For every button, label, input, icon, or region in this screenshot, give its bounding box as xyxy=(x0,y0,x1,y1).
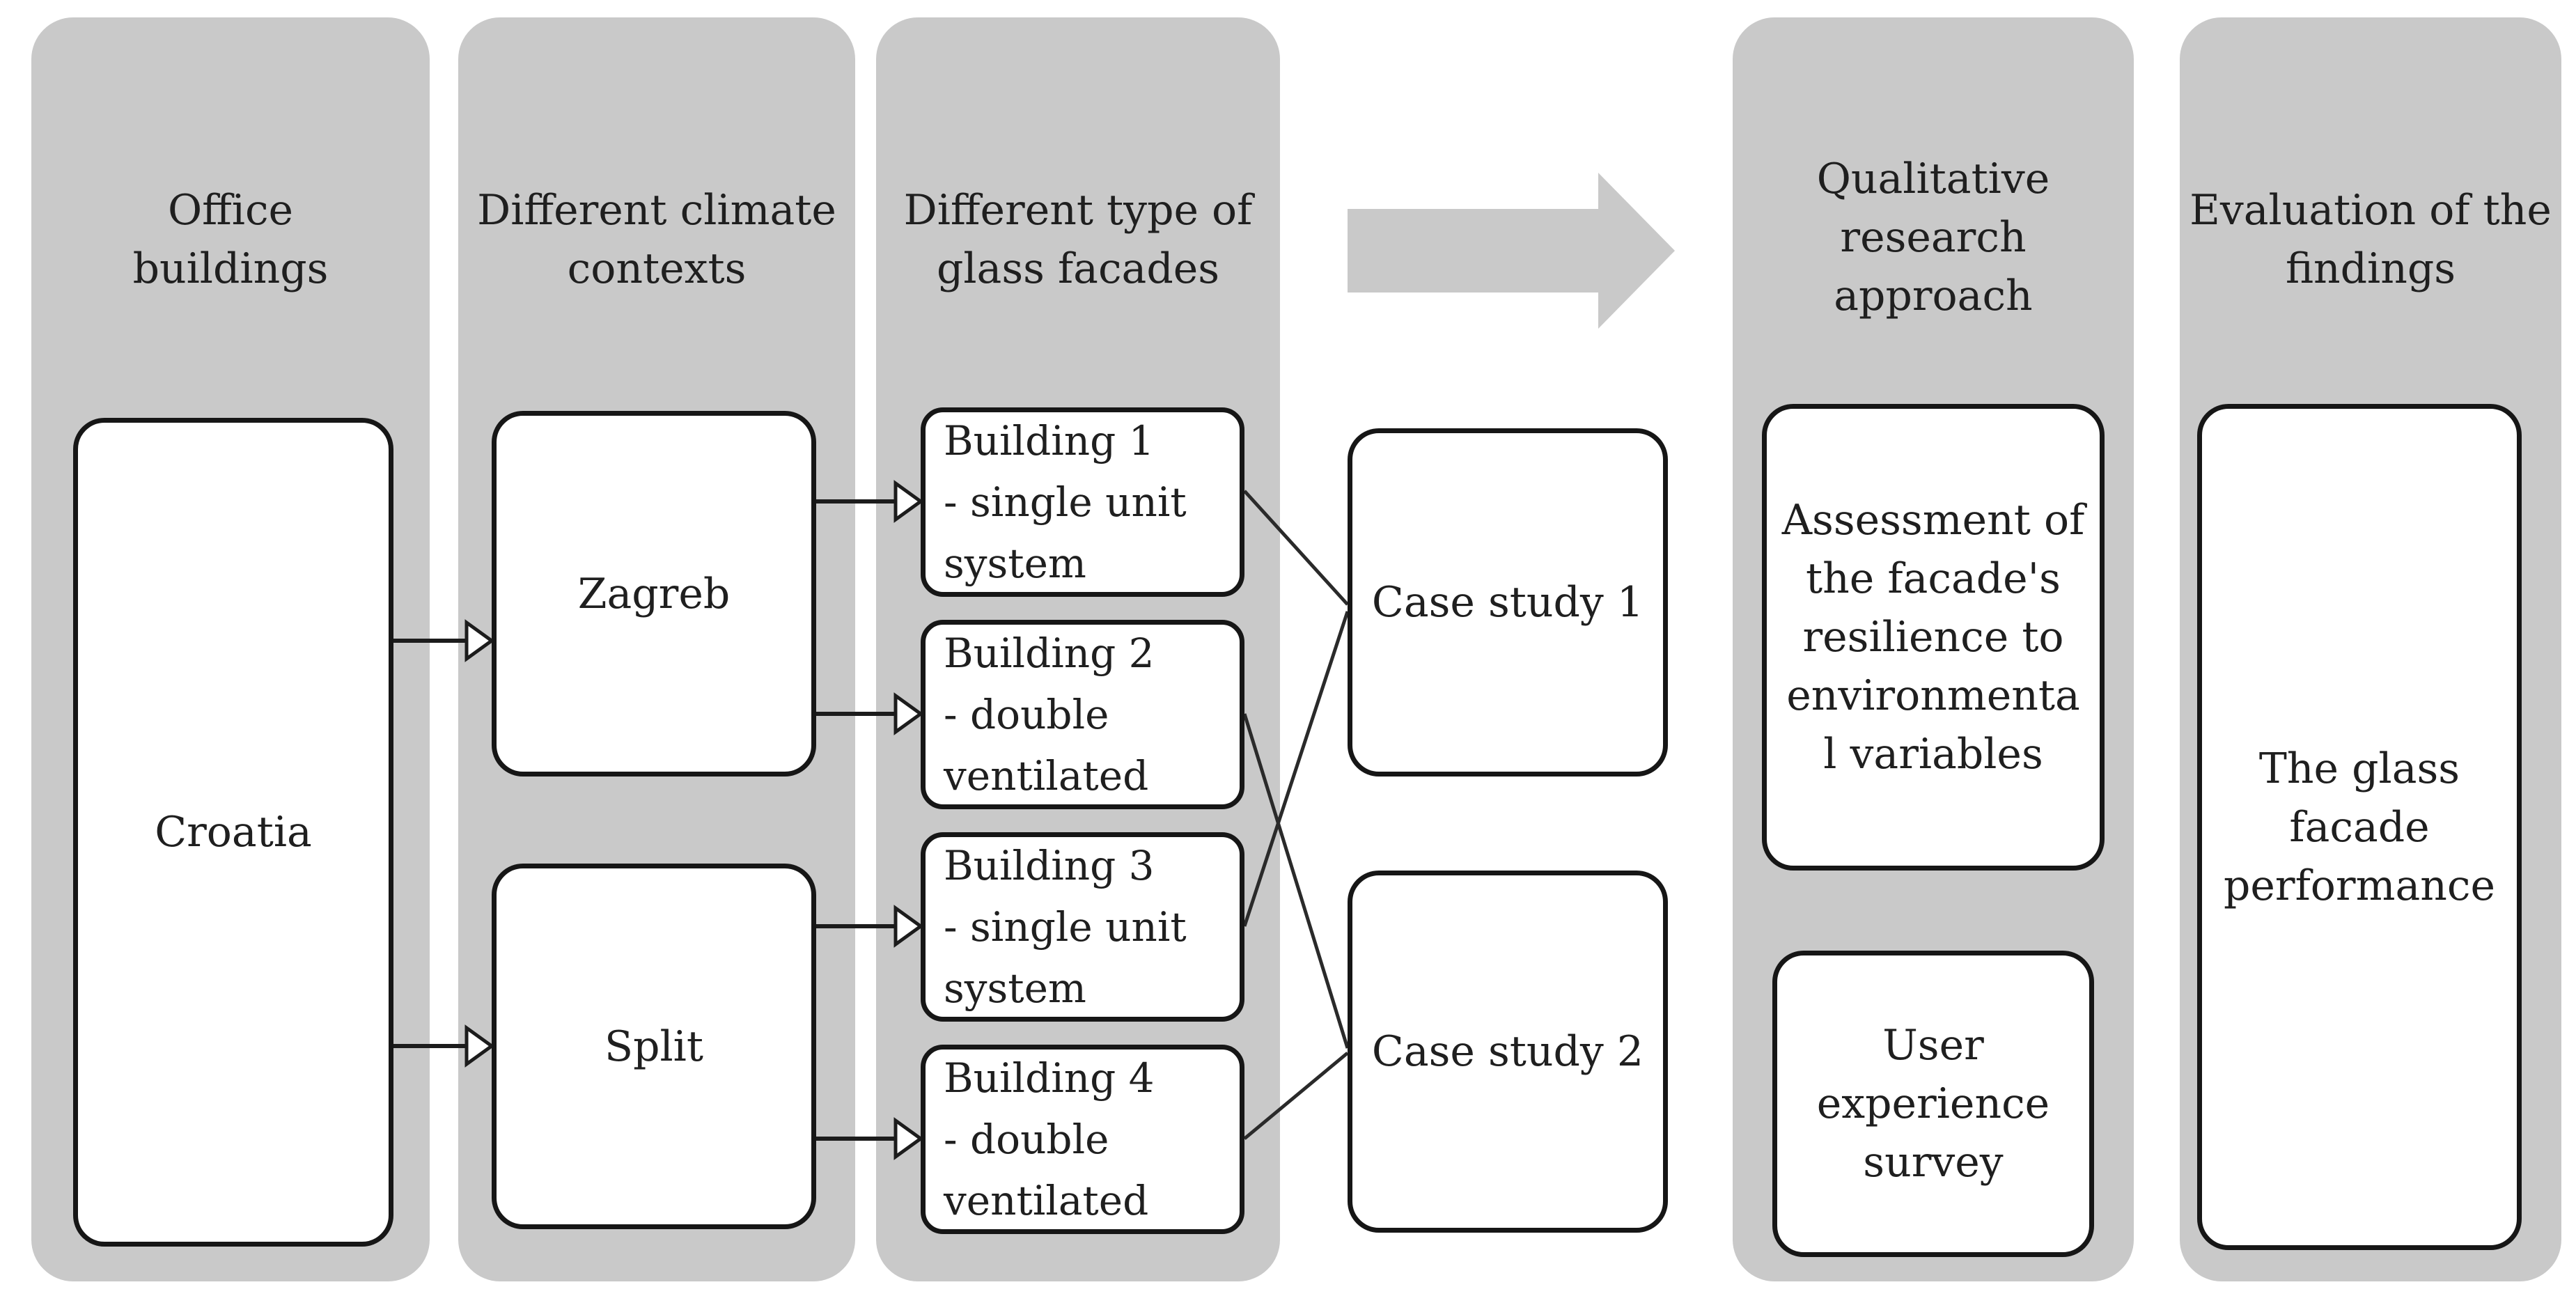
node-building-1: Building 1 - single unit system xyxy=(921,407,1244,597)
node-label: Case study 2 xyxy=(1371,1027,1644,1076)
node-label: User experience survey xyxy=(1816,1021,2050,1187)
open-arrowhead-icon xyxy=(465,1024,495,1068)
node-label: Croatia xyxy=(155,808,312,857)
node-label: The glass facade performance xyxy=(2223,744,2496,910)
node-label: Building 2 - double ventilated xyxy=(944,630,1155,799)
node-user-experience-survey: User experience survey xyxy=(1772,951,2094,1257)
node-label: Case study 1 xyxy=(1371,578,1644,627)
node-case-study-1: Case study 1 xyxy=(1348,428,1668,777)
line-building1-case1 xyxy=(1243,490,1349,606)
node-case-study-2: Case study 2 xyxy=(1348,871,1668,1233)
column-header: Qualitative research approach xyxy=(1816,155,2050,320)
line-building4-case2 xyxy=(1243,1052,1349,1140)
node-zagreb: Zagreb xyxy=(492,411,816,777)
node-glass-facade-performance: The glass facade performance xyxy=(2197,404,2522,1250)
node-croatia: Croatia xyxy=(73,418,393,1247)
flow-right-arrow-icon xyxy=(1348,173,1675,329)
open-arrowhead-icon xyxy=(465,619,495,662)
node-label: Zagreb xyxy=(577,569,731,618)
node-label: Split xyxy=(604,1022,703,1071)
node-label: Assessment of the facade's resilience to… xyxy=(1781,496,2085,779)
open-arrowhead-icon xyxy=(893,692,924,735)
node-label: Building 1 - single unit system xyxy=(944,417,1187,587)
line-building3-case1 xyxy=(1242,611,1350,927)
node-facade-resilience-assessment: Assessment of the facade's resilience to… xyxy=(1762,404,2105,871)
column-header: Different type of glass facades xyxy=(903,186,1253,293)
open-arrowhead-icon xyxy=(893,905,924,948)
node-building-3: Building 3 - single unit system xyxy=(921,832,1244,1022)
node-building-4: Building 4 - double ventilated xyxy=(921,1045,1244,1234)
column-header: Office buildings xyxy=(132,186,329,293)
line-building2-case2 xyxy=(1242,713,1350,1049)
node-label: Building 4 - double ventilated xyxy=(944,1054,1155,1224)
column-header: Different climate contexts xyxy=(477,186,836,293)
node-label: Building 3 - single unit system xyxy=(944,842,1187,1012)
column-header: Evaluation of the findings xyxy=(2189,186,2552,293)
node-building-2: Building 2 - double ventilated xyxy=(921,620,1244,809)
node-split: Split xyxy=(492,864,816,1229)
open-arrowhead-icon xyxy=(893,480,924,523)
open-arrowhead-icon xyxy=(893,1117,924,1160)
